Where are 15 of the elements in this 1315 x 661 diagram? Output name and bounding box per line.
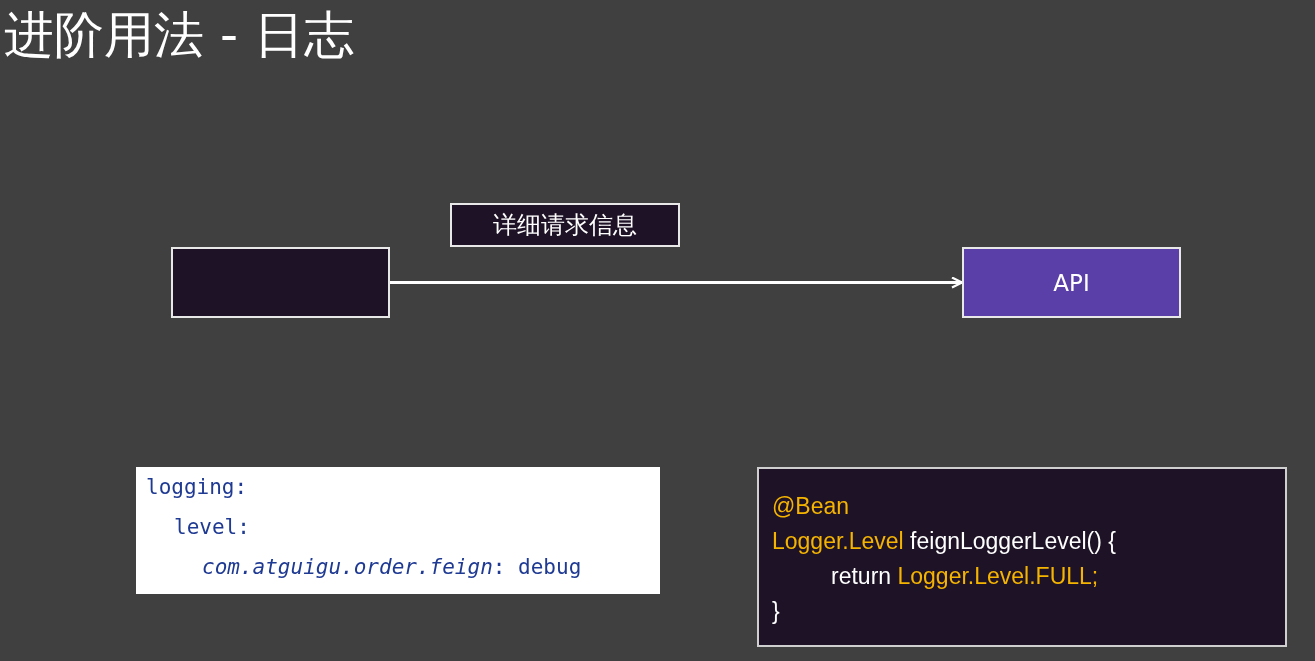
java-code-panel (757, 467, 1287, 647)
arrow (390, 276, 964, 289)
box-label: API (1053, 269, 1090, 296)
code-line: level: (174, 515, 250, 539)
edge-label: 详细请求信息 (450, 202, 680, 247)
code-line: return Logger.Level.FULL; (831, 563, 1099, 590)
process-box (171, 247, 390, 318)
api-box (962, 247, 1181, 318)
yaml-code-panel (136, 467, 660, 594)
code-line: } (772, 598, 780, 625)
code-line: @Bean (772, 493, 850, 520)
code-line: Logger.Level feignLoggerLevel() { (772, 528, 1116, 555)
slide-title: 进阶用法 - 日志 (4, 5, 354, 66)
code-line: com.atguigu.order.feign: debug (202, 555, 582, 579)
code-line: logging: (146, 475, 248, 499)
